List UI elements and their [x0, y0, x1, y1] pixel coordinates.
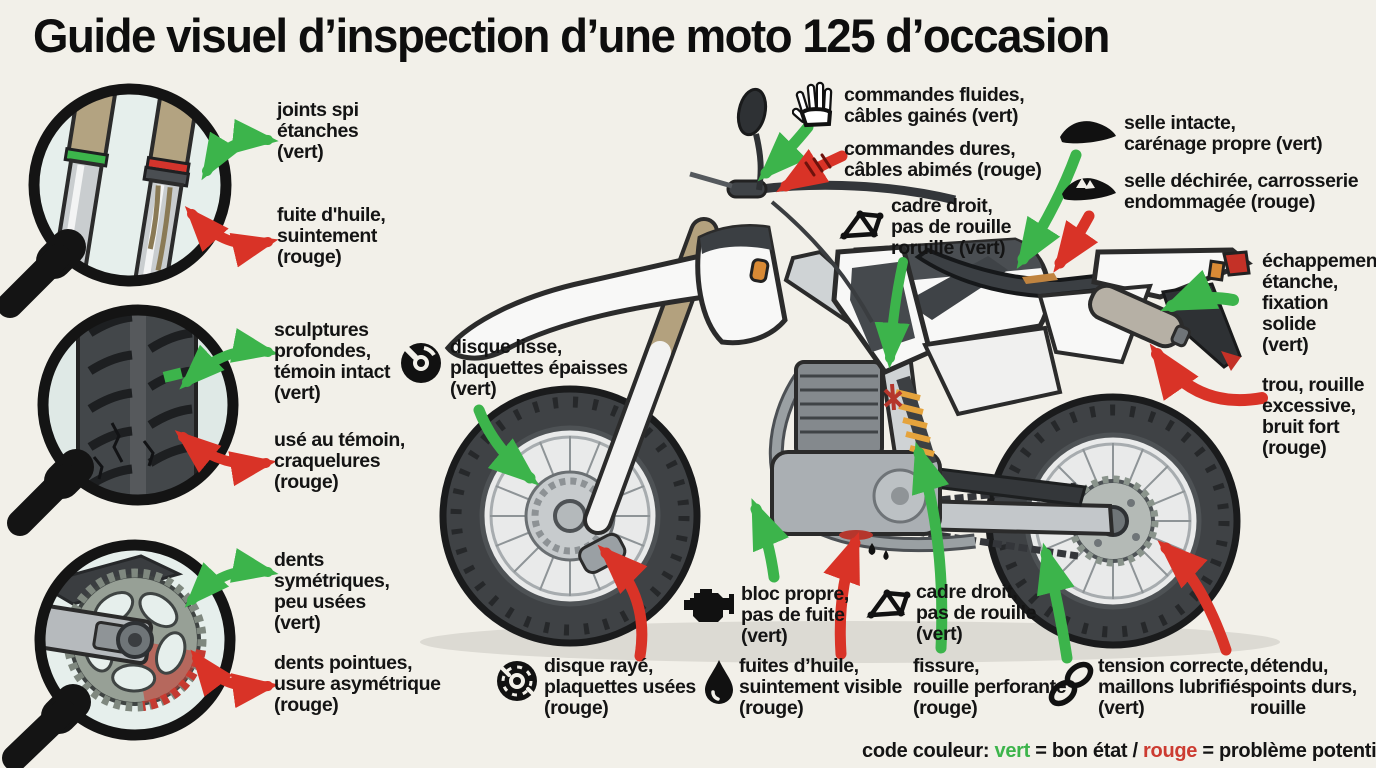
legend-green-word: vert	[994, 740, 1031, 762]
frayed-cable-marks	[804, 153, 832, 177]
seat-torn-icon	[1060, 172, 1118, 208]
arrow-controls-bad	[775, 149, 848, 193]
arrow-front-brake-good	[473, 404, 540, 486]
taillight	[1222, 250, 1251, 277]
frame-icon-bottom	[863, 581, 913, 625]
label-chain-bad: détendu, points durs, rouille	[1250, 655, 1357, 719]
rear-indicator	[1207, 259, 1226, 282]
grip	[726, 179, 768, 199]
legend-green-desc: = bon état /	[1030, 740, 1144, 762]
arrow-front-brake-bad	[597, 544, 648, 662]
arrow-exhaust-good	[1160, 269, 1239, 312]
oil-drips	[868, 543, 889, 560]
oil-drop-icon	[702, 658, 736, 706]
cables	[770, 200, 874, 323]
label-front-brake-good: disque lisse, plaquettes épaisses (vert)	[450, 336, 628, 400]
label-controls-bad: commandes dures, câbles abimés (rouge)	[844, 138, 1042, 181]
arrow-chain-bad	[1157, 540, 1232, 656]
arrow-frame-bottom-good	[911, 441, 950, 654]
label-seat-bad: selle déchirée, carrosserie endommagée (…	[1124, 170, 1359, 213]
arrow-chain-good	[1037, 542, 1075, 664]
tread-wear-indicator	[162, 367, 183, 383]
label-frame-bottom-bad: fissure, rouille perforante (rouge)	[913, 655, 1067, 719]
legend-red-word: rouge	[1143, 740, 1198, 762]
magnifier-tire-tread	[7, 304, 239, 536]
frame-icon	[836, 202, 886, 246]
magnifier-fork-seals	[0, 83, 232, 318]
color-code-legend: code couleur: vert = bon état / rouge = …	[862, 740, 1376, 763]
magnifier-sprocket	[2, 539, 236, 768]
arrow-controls-good	[757, 121, 814, 182]
hand-icon	[792, 80, 838, 128]
label-frame-bottom-good: cadre droit, pas de rouille (vert)	[916, 581, 1037, 645]
worn-brake-disc-icon	[494, 658, 540, 704]
brake-disc-icon	[398, 340, 444, 386]
label-front-brake-bad: disque rayé, plaquettes usées (rouge)	[544, 655, 696, 719]
label-exhaust-bad: trou, rouille excessive, bruit fort (rou…	[1262, 374, 1365, 459]
arrow-engine-good	[750, 498, 789, 583]
label-sprocket-bad: dents pointues, usure asymétrique (rouge…	[274, 652, 441, 716]
label-frame-top-good: cadre droit, pas de rouille roruille (ve…	[891, 195, 1012, 259]
callout-arrows	[174, 118, 1268, 709]
front-indicator	[749, 258, 770, 283]
oil-leak-drips	[147, 185, 173, 271]
engine-icon	[684, 582, 736, 622]
label-chain-good: tension correcte, maillons lubrifiés (ve…	[1098, 655, 1252, 719]
front-end	[444, 87, 957, 535]
rust-spot	[883, 383, 903, 411]
arrow-sprocket-good	[184, 548, 279, 608]
tire-cracks	[92, 422, 155, 480]
arrow-frame-top-good	[874, 257, 910, 369]
arrow-sprocket-bad	[190, 649, 279, 709]
label-fork-good: joints spi étanches (vert)	[277, 99, 359, 163]
arrow-seat-good	[1016, 149, 1082, 269]
mirror	[736, 87, 768, 137]
arrow-tire-good	[179, 328, 279, 390]
legend-red-desc: = problème potentiel à vérifier	[1202, 740, 1376, 762]
motorcycle-illustration	[439, 87, 1253, 649]
arrow-oil-bad	[823, 531, 861, 660]
label-engine-good: bloc propre, pas de fuite (vert)	[741, 583, 849, 647]
label-exhaust-good: échappement étanche, fixation solide (ve…	[1262, 250, 1376, 356]
chain-links-icon	[1048, 660, 1094, 710]
arrow-seat-bad	[1053, 210, 1099, 273]
label-fork-bad: fuite d'huile, suintement (rouge)	[277, 204, 386, 268]
legend-prefix: code couleur:	[862, 740, 995, 762]
label-tire-bad: usé au témoin, craquelures (rouge)	[274, 429, 405, 493]
arrow-fork-good	[201, 118, 279, 181]
worn-sprocket-teeth	[142, 649, 206, 711]
muffler	[1088, 283, 1192, 349]
label-sprocket-good: dents symétriques, peu usées (vert)	[274, 549, 390, 634]
label-tire-good: sculptures profondes, témoin intact (ver…	[274, 319, 391, 404]
arrow-tire-bad	[174, 430, 277, 487]
brake-lever	[689, 171, 733, 189]
label-oil-bad: fuites d’huile, suintement visible (roug…	[739, 655, 902, 719]
front-fender	[444, 253, 716, 361]
label-controls-good: commandes fluides, câbles gainés (vert)	[844, 84, 1025, 127]
arrow-exhaust-bad	[1149, 343, 1268, 407]
label-seat-good: selle intacte, carénage propre (vert)	[1124, 112, 1323, 155]
seat-intact-icon	[1058, 115, 1118, 151]
arrow-fork-bad	[184, 206, 279, 268]
page-title: Guide visuel d’inspection d’une moto 125…	[33, 9, 1110, 62]
